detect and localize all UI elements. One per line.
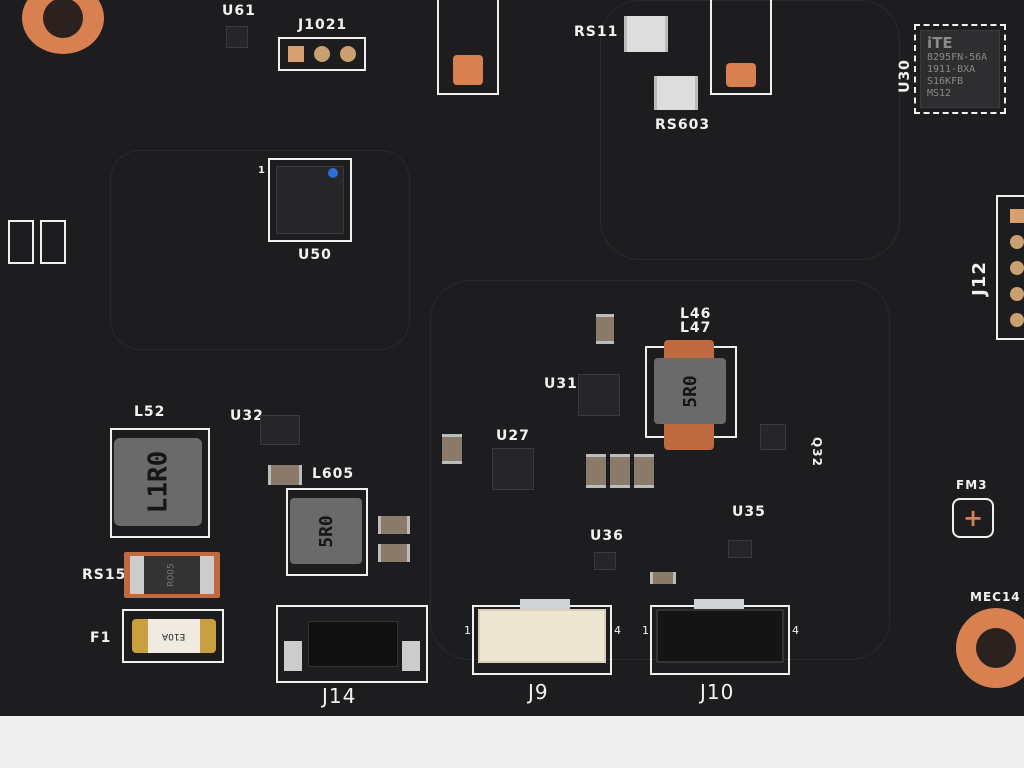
label-l52: L52: [134, 404, 166, 420]
capacitor: [268, 465, 302, 485]
chip-u27: [492, 448, 534, 490]
mounting-hole: [22, 0, 104, 54]
inductor-l47: 5R0: [654, 358, 726, 424]
connector-j9-outline: [472, 599, 612, 675]
capacitor: [596, 314, 614, 344]
j9-pin1-label: 1: [464, 624, 472, 637]
chip-u30-outline: [914, 24, 1006, 114]
label-u36: U36: [590, 528, 624, 544]
ite-line: S16KFB: [927, 76, 964, 87]
label-j1021: J1021: [298, 17, 348, 33]
fuse-f1: E10A: [132, 619, 216, 653]
fuse-f1-outline: E10A: [122, 609, 224, 663]
l605-value: 5R0: [315, 514, 337, 548]
fan-header-fm3: +: [952, 498, 994, 538]
ite-logo: iTE: [927, 34, 953, 52]
label-mec14: MEC14: [970, 590, 1021, 604]
inductor-top-2: [710, 0, 772, 95]
connector-j9: [478, 609, 606, 663]
label-fm3: FM3: [956, 478, 988, 492]
chip-ite-u30: iTE 8295FN-56A 1911-BXA S16KFB MS12: [920, 30, 1000, 108]
j10-pin1-label: 1: [642, 624, 650, 637]
label-u30: U30: [896, 59, 913, 93]
ite-line: 1911-BXA: [927, 64, 976, 75]
l47-value: 5R0: [679, 374, 701, 408]
mounting-hole-mec14: [956, 608, 1024, 688]
capacitor: [378, 544, 410, 562]
pcb-board: U61 J1021 RS11 RS603 U30 iTE 8295FN-56A …: [0, 0, 1024, 716]
rs15-value: R005: [167, 563, 177, 587]
label-j12: J12: [968, 261, 990, 296]
j9-pin4-label: 4: [614, 624, 622, 637]
label-u50: U50: [298, 247, 332, 263]
label-l605: L605: [312, 466, 355, 482]
u50-pin1: 1: [258, 165, 266, 176]
label-u32: U32: [230, 408, 264, 424]
label-u27: U27: [496, 428, 530, 444]
chip-u31: [578, 374, 620, 416]
ite-line: MS12: [927, 88, 952, 99]
capacitor: [634, 454, 654, 488]
inductor-l605: 5R0: [290, 498, 362, 564]
label-j14: J14: [322, 684, 357, 708]
label-rs11: RS11: [574, 24, 619, 40]
label-j10: J10: [700, 680, 735, 704]
label-j9: J9: [528, 680, 549, 704]
connector-j14: [276, 605, 428, 683]
pin1-dot: [328, 168, 338, 178]
label-u35: U35: [732, 504, 766, 520]
label-l46: L46: [680, 306, 712, 322]
resistor-rs15: R005: [124, 552, 220, 598]
label-u61: U61: [222, 3, 256, 19]
inductor-l52: L1R0: [114, 438, 202, 526]
f1-value: E10A: [162, 631, 186, 641]
part: [8, 220, 34, 264]
label-rs603: RS603: [655, 117, 711, 133]
trace: [600, 0, 900, 260]
header-j1021: [278, 37, 366, 71]
connector-j10-outline: [650, 599, 790, 675]
l52-value: L1R0: [143, 450, 173, 514]
chip-u35: [728, 540, 752, 558]
capacitor: [610, 454, 630, 488]
chip-u32: [260, 415, 300, 445]
capacitor: [442, 434, 462, 464]
capacitor: [378, 516, 410, 534]
label-l47: L47: [680, 320, 712, 336]
label-rs15: RS15: [82, 567, 127, 583]
inductor-l605-outline: [286, 488, 368, 576]
label-f1: F1: [90, 630, 112, 646]
connector-j10: [656, 609, 784, 663]
capacitor: [650, 572, 676, 584]
chip-u61: [226, 26, 248, 48]
resistor-rs603: [654, 76, 698, 110]
header-j12: [996, 195, 1024, 340]
inductor-top-1: [437, 0, 499, 95]
trace: [110, 150, 410, 350]
ite-line: 8295FN-56A: [927, 52, 988, 63]
chip-u50-outline: [268, 158, 352, 242]
part: [40, 220, 66, 264]
capacitor: [586, 454, 606, 488]
chip-u36: [594, 552, 616, 570]
resistor-rs11: [624, 16, 668, 52]
transistor-q32: [760, 424, 786, 450]
j10-pin4-label: 4: [792, 624, 800, 637]
inductor-l52-outline: [110, 428, 210, 538]
label-u31: U31: [544, 376, 578, 392]
label-q32: Q32: [809, 437, 824, 467]
